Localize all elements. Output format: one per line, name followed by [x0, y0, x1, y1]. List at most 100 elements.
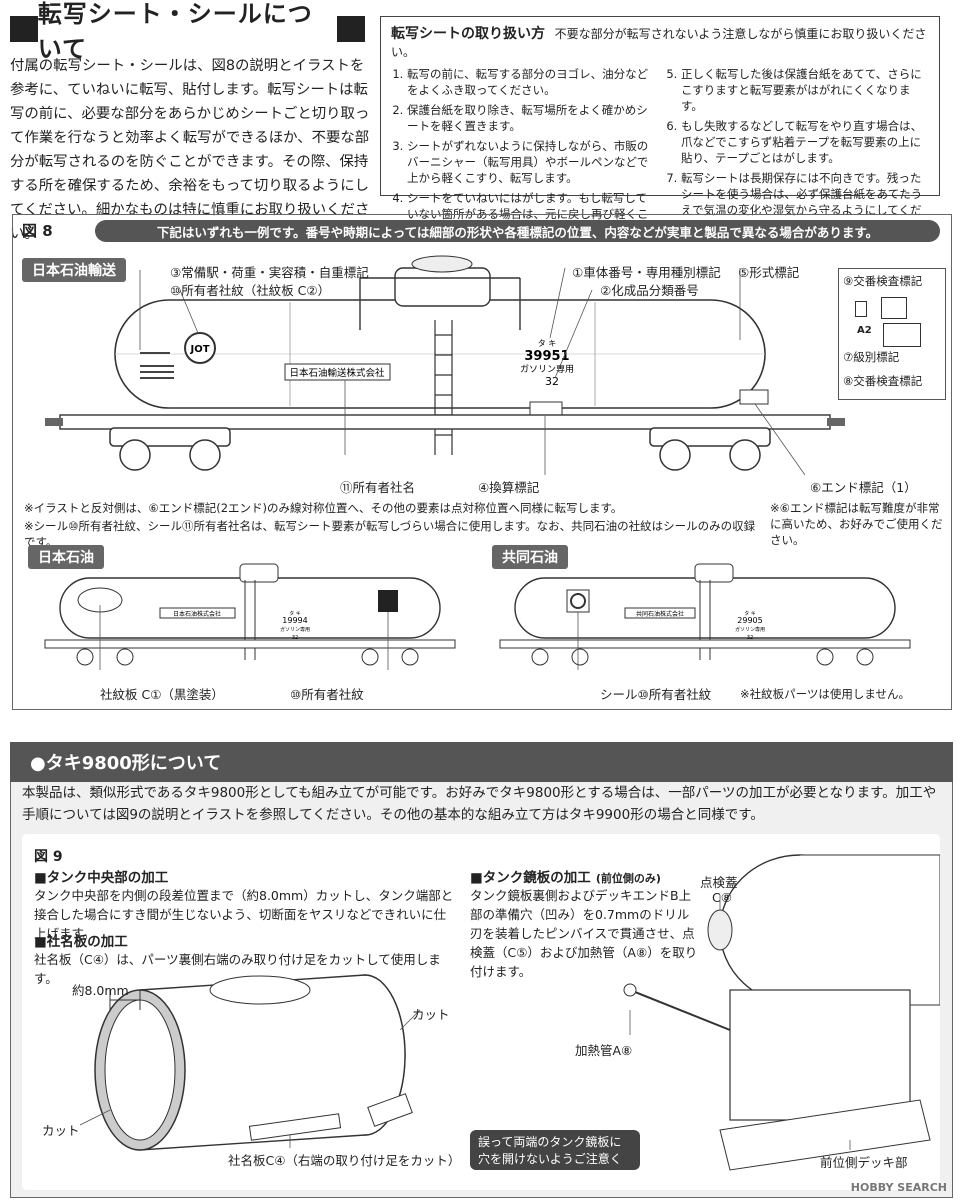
wheel [856, 648, 874, 666]
railing [359, 277, 521, 330]
main-tank-car-illustration: JOT 日本石油輸送株式会社 タ キ 39951 ガソリン専用 32 [45, 255, 845, 475]
class-mark: A2 [857, 325, 872, 336]
callout-1: ①車体番号・専用種別標記 [572, 265, 721, 280]
wheel [401, 648, 419, 666]
tank-end-body [800, 854, 940, 1006]
callout-5: ⑤形式標記 [738, 265, 800, 280]
bogie-right [649, 427, 771, 471]
callout-2: ②化成品分類番号 [600, 283, 699, 298]
inspection-inset: ⑨交番検査標記 A2 ⑦級別標記 ⑧交番検査標記 [838, 268, 946, 400]
taki9800-title: ●タキ9800形について [10, 742, 953, 782]
company-logo-icon [184, 332, 216, 364]
tank-center-text: タンク中央部を内側の段差位置まで（約8.0mm）カットし、タンク端部と接合した場… [34, 888, 454, 941]
handling-item: 保護台紙を取り除き、転写場所をよく確かめシートを軽く置きます。 [407, 102, 655, 134]
hazmat-number: 32 [545, 375, 559, 388]
heater-pipe-part [629, 989, 731, 1031]
kyodo-oil-car-illustration: 共同石油株式会社 タ キ 29905 ガソリン専用 32 [499, 563, 911, 670]
svg-text:共同石油株式会社: 共同石油株式会社 [636, 610, 684, 618]
svg-text:JOT: JOT [189, 344, 209, 355]
company-plate [624, 607, 696, 619]
svg-text:19994: 19994 [282, 616, 307, 625]
handling-item: 転写シートは長期保存には不向きです。残ったシートを使う場合は、必ず保護台紙をあて… [681, 170, 929, 234]
wheel [116, 648, 134, 666]
mirror-title: ■タンク鏡板の加工 [470, 870, 591, 886]
svg-text:タ キ: タ キ [744, 610, 756, 617]
svg-text:32: 32 [747, 635, 753, 641]
car-number: 39951 [524, 349, 569, 364]
inspection-hatch-part [707, 909, 733, 951]
note-2: ※シール⑩所有者社紋、シール⑪所有者社名は、転写シート要素が転写しづらい場合に使… [24, 519, 756, 549]
plate-part-label: 社名板C④（右端の取り付け足をカット） [228, 1153, 461, 1168]
callout-4: ④換算標記 [478, 480, 540, 495]
callout-3: ③常備駅・荷重・実容積・自重標記 [170, 265, 369, 280]
dome [239, 563, 279, 583]
coupler-left [45, 418, 63, 426]
handling-box: 転写シートの取り扱い方 不要な部分が転写されないよう注意しながら慎重にお取り扱い… [380, 16, 940, 237]
bottom-label-4: ※社紋板パーツは使用しません。 [740, 687, 911, 701]
tank-center-body [139, 974, 406, 1151]
inspection-mark-area [739, 389, 769, 405]
company-plate-part [248, 1113, 342, 1141]
taki9800-body: 本製品は、類似形式であるタキ9800形としても組み立てが可能です。お好みでタキ9… [22, 785, 937, 823]
handling-item: シートがずれないように保持しながら、市販のバーニシャー（転写用具）やボールペンな… [407, 138, 655, 186]
figure-8-panel [12, 214, 952, 710]
mirror-heading: ■タンク鏡板の加工 (前位側のみ) [470, 866, 661, 886]
kyodo-logo-icon [570, 593, 586, 609]
figure-8-banner: 下記はいずれも一例です。番号や時期によっては細部の形状や各種標記の位置、内容など… [95, 220, 940, 242]
cut-foot-part [367, 1093, 413, 1127]
svg-text:29905: 29905 [737, 616, 762, 625]
deck-label: 前位側デッキ部 [820, 1155, 908, 1170]
svg-text:タ キ: タ キ [538, 339, 557, 348]
underframe [44, 639, 456, 649]
tank-center-title: ■タンク中央部の加工 [34, 870, 169, 886]
tank-section-illustration [79, 974, 421, 1151]
nippon-oil-car-illustration: 日本石油株式会社 タ キ 19994 ガソリン専用 32 [44, 563, 456, 670]
mark-table [883, 323, 921, 347]
callout-6: ⑥エンド標記（1） [810, 480, 917, 495]
dimension-label: 約8.0mm [72, 983, 129, 998]
handling-list-right: 正しく転写した後は保護台紙をあてて、さらにこすりますと転写要素がはがれにくくなり… [665, 66, 929, 242]
dome-opening [209, 975, 311, 1005]
svg-text:ガソリン専用: ガソリン専用 [520, 363, 574, 375]
cut-label-right: カット [412, 1007, 450, 1022]
plate-text: 社名板（C④）は、パーツ裏側右端のみ取り付け足をカットして使用します。 [34, 952, 441, 986]
handling-title: 転写シートの取り扱い方 [391, 26, 545, 42]
underframe [499, 639, 911, 649]
company-name-text: 日本石油輸送株式会社 [289, 367, 385, 379]
bottom-label-3: シール⑩所有者社紋 [600, 687, 712, 702]
svg-text:日本石油株式会社: 日本石油株式会社 [173, 610, 221, 618]
section-title: 転写シート・シールについて [37, 0, 313, 63]
mark-box [881, 297, 907, 319]
warning-box: 誤って両端のタンク鏡板に穴を開けないようご注意ください。 [470, 1130, 640, 1183]
cut-label-left: カット [42, 1123, 80, 1138]
title-block-right [337, 16, 366, 42]
title-block-left [10, 16, 38, 42]
handling-item: もし失敗するなどして転写をやり直す場合は、爪などでこすらず粘着テープを転写要素の… [681, 118, 929, 166]
mirror-text: タンク鏡板裏側およびデッキエンドB上部の準備穴（凹み）を0.7mmのドリル刃を装… [470, 888, 698, 979]
figure-9-label: 図 9 [34, 849, 63, 865]
callout-9: ⑨交番検査標記 [843, 274, 923, 288]
coupler-right [827, 418, 845, 426]
mirror-subtitle: (前位側のみ) [595, 872, 661, 885]
company-name-plate [284, 363, 391, 381]
section-title-bar: 転写シート・シールについて [10, 0, 366, 63]
callout-7: ⑦級別標記 [843, 350, 900, 364]
handling-item: 正しく転写した後は保護台紙をあてて、さらにこすりますと転写要素がはがれにくくなり… [681, 66, 929, 114]
bottom-label-1: 社紋板 C①（黒塗装） [100, 687, 224, 702]
heater-label: 加熱管A⑧ [575, 1043, 633, 1058]
station-stencil [140, 352, 174, 379]
dome-lid [411, 255, 473, 273]
mirror-plate-illustration [623, 854, 940, 1171]
deck-frame [729, 989, 911, 1121]
deck-floor [719, 1099, 931, 1171]
mark-box [855, 301, 867, 317]
conversion-plate [529, 401, 563, 417]
svg-text:32: 32 [292, 635, 298, 641]
note-1: ※イラストと反対側は、⑥エンド標記(2エンド)のみ線対称位置へ、その他の要素は点… [24, 501, 623, 515]
note-3: ※⑥エンド標記は転写難度が非常に高いため、お好みでご使用ください。 [770, 501, 943, 547]
wheel [816, 648, 834, 666]
dome [694, 563, 734, 583]
callout-10: ⑩所有者社紋（社紋板 C②） [170, 283, 331, 298]
wheel [361, 648, 379, 666]
dome [394, 267, 491, 307]
